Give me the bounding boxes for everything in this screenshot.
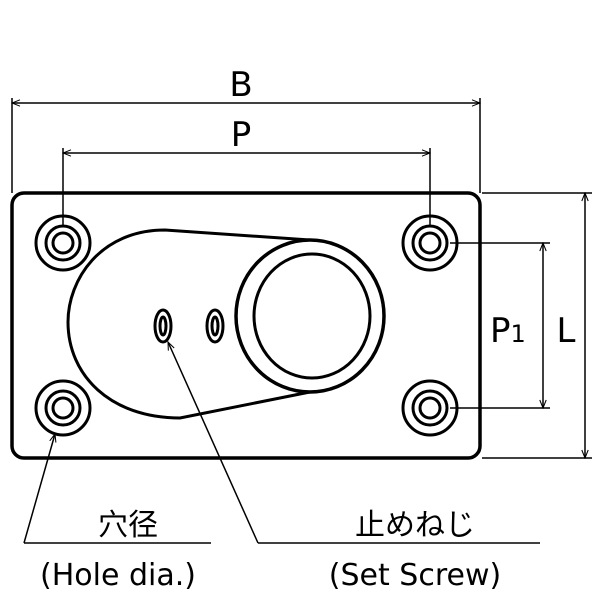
hole-dia-label-jp: 穴径	[98, 508, 158, 543]
dimension-p-label: P	[231, 115, 252, 155]
mounting-hole	[34, 214, 92, 272]
dimension-p	[63, 148, 430, 225]
mounting-hole	[401, 379, 459, 437]
base-plate	[10, 191, 482, 460]
dimension-l	[482, 193, 592, 458]
dimension-b-label: B	[229, 65, 252, 105]
callout-leaders	[23, 342, 540, 544]
dimension-b	[12, 98, 480, 193]
set-screw-label-jp: 止めねじ	[355, 508, 475, 543]
dimension-l-label: L	[557, 311, 576, 351]
pipe-socket-outer	[234, 238, 386, 394]
pipe-socket-inner	[252, 252, 372, 380]
dimension-p1-label: P1	[490, 311, 526, 351]
mounting-holes	[34, 214, 459, 437]
mounting-hole	[34, 379, 92, 437]
set-screw-label-en: (Set Screw)	[329, 558, 501, 593]
mounting-hole	[401, 214, 459, 272]
set-screws	[153, 308, 225, 344]
dimension-p1	[450, 243, 550, 408]
clamp-body	[66, 228, 321, 420]
hole-dia-label-en: (Hole dia.)	[40, 558, 196, 593]
